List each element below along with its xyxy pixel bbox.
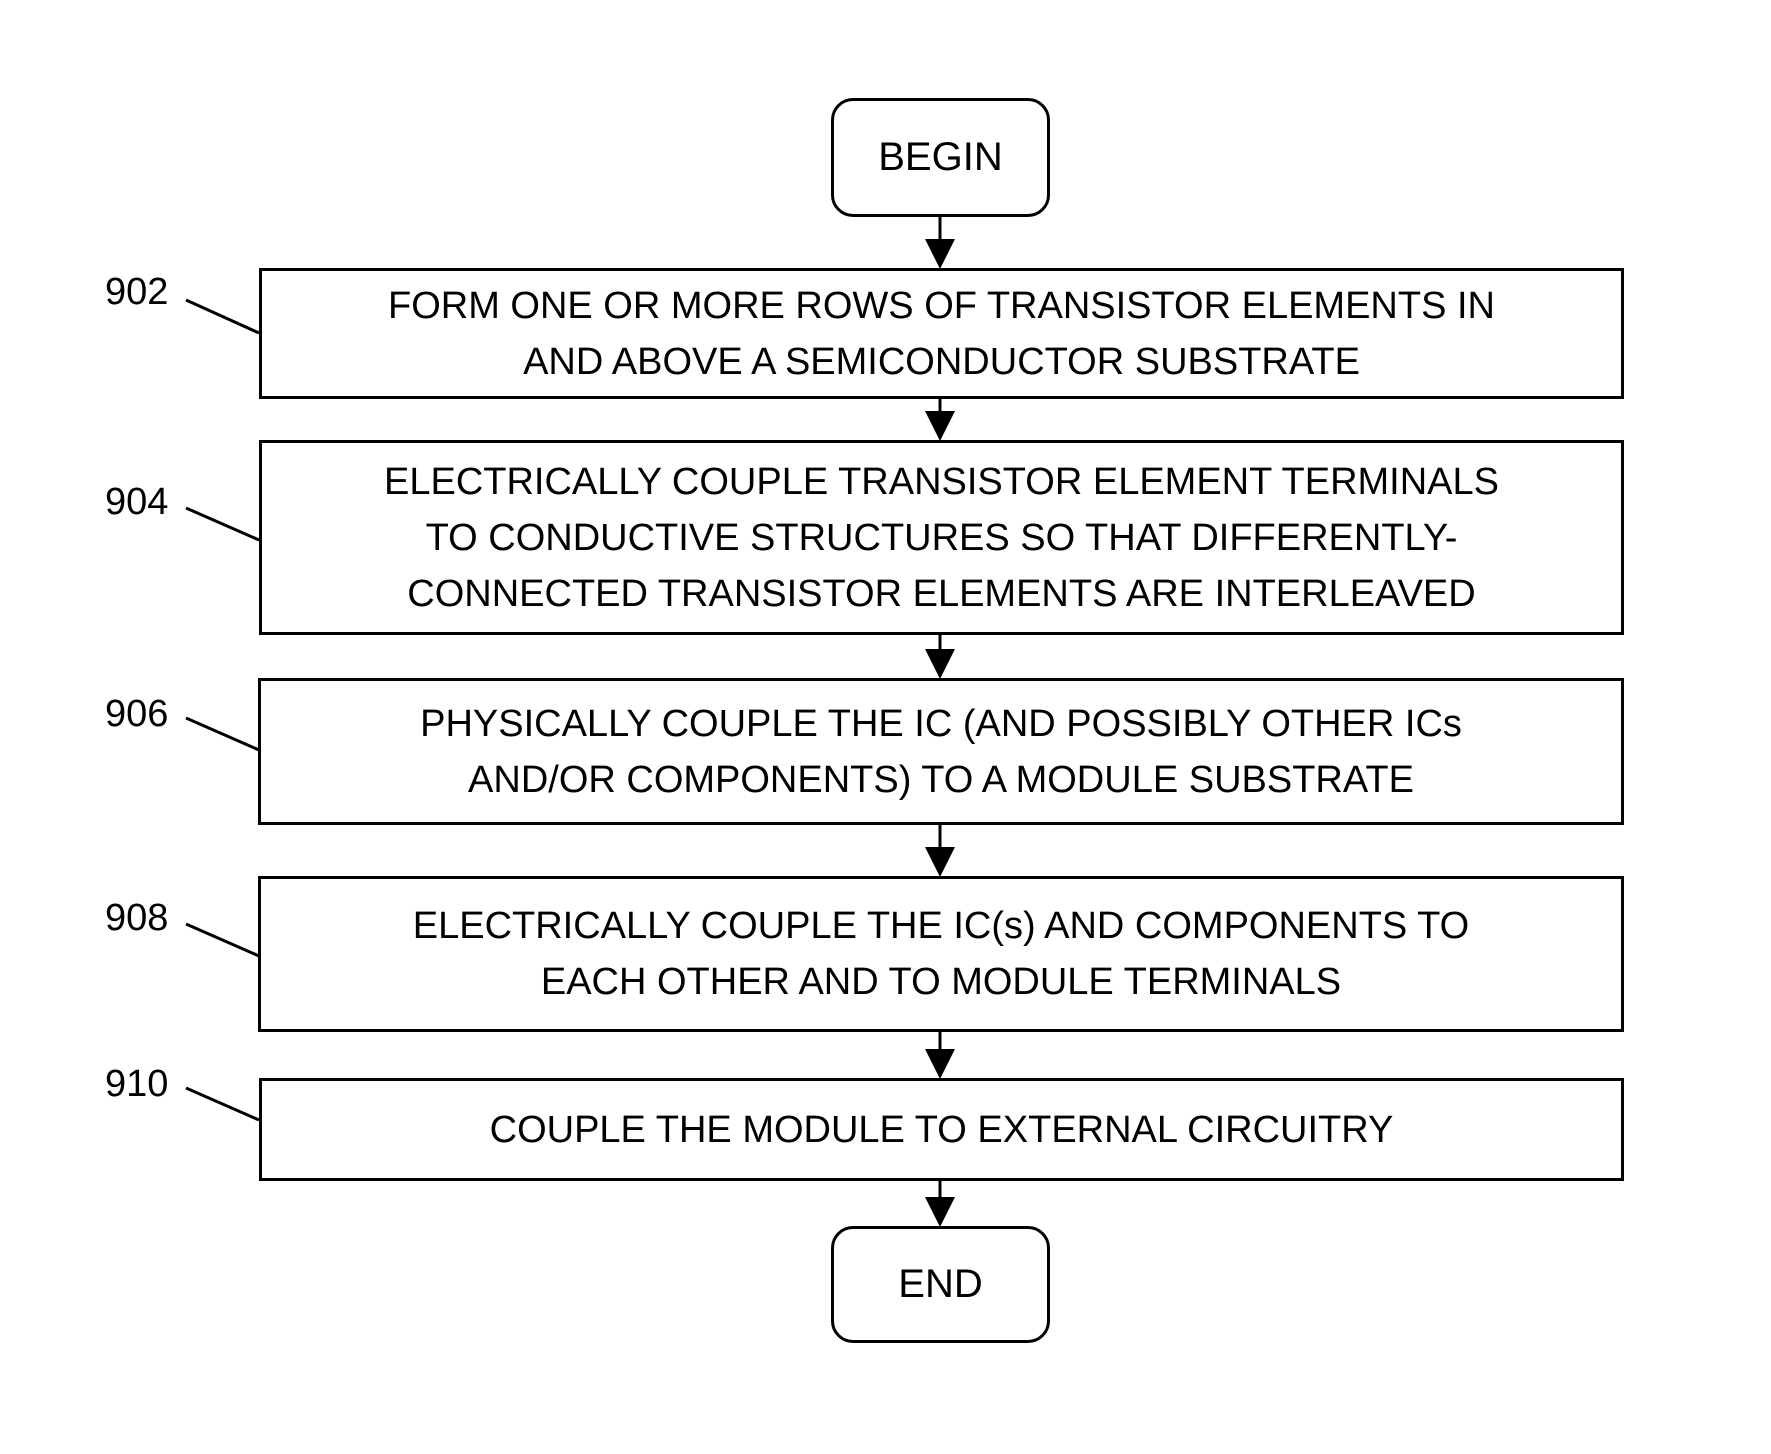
step-908-line-1: ELECTRICALLY COUPLE THE IC(s) AND COMPON… [413, 898, 1470, 954]
step-904-line-1: ELECTRICALLY COUPLE TRANSISTOR ELEMENT T… [384, 454, 1499, 510]
leader-904 [186, 508, 259, 540]
step-box-904: ELECTRICALLY COUPLE TRANSISTOR ELEMENT T… [259, 440, 1624, 635]
step-box-908: ELECTRICALLY COUPLE THE IC(s) AND COMPON… [258, 876, 1624, 1032]
step-910-line-1: COUPLE THE MODULE TO EXTERNAL CIRCUITRY [490, 1102, 1394, 1158]
step-906-line-1: PHYSICALLY COUPLE THE IC (AND POSSIBLY O… [420, 696, 1462, 752]
step-902-line-2: AND ABOVE A SEMICONDUCTOR SUBSTRATE [523, 334, 1360, 390]
step-906-line-2: AND/OR COMPONENTS) TO A MODULE SUBSTRATE [468, 752, 1414, 808]
step-902-line-1: FORM ONE OR MORE ROWS OF TRANSISTOR ELEM… [388, 278, 1495, 334]
step-box-910: COUPLE THE MODULE TO EXTERNAL CIRCUITRY [259, 1078, 1624, 1181]
ref-numeral-906: 906 [105, 694, 168, 734]
step-box-902: FORM ONE OR MORE ROWS OF TRANSISTOR ELEM… [259, 268, 1624, 399]
step-904-line-3: CONNECTED TRANSISTOR ELEMENTS ARE INTERL… [407, 566, 1475, 622]
step-box-906: PHYSICALLY COUPLE THE IC (AND POSSIBLY O… [258, 678, 1624, 825]
ref-numeral-908: 908 [105, 898, 168, 938]
step-904-line-2: TO CONDUCTIVE STRUCTURES SO THAT DIFFERE… [426, 510, 1458, 566]
begin-terminal: BEGIN [831, 98, 1050, 217]
ref-numeral-902: 902 [105, 272, 168, 312]
step-908-line-2: EACH OTHER AND TO MODULE TERMINALS [541, 954, 1341, 1010]
begin-label: BEGIN [878, 135, 1002, 180]
ref-numeral-910: 910 [105, 1064, 168, 1104]
leader-906 [186, 718, 259, 750]
leader-910 [186, 1088, 259, 1120]
ref-numeral-904: 904 [105, 482, 168, 522]
end-label: END [898, 1262, 982, 1307]
leader-902 [186, 300, 259, 333]
end-terminal: END [831, 1226, 1050, 1343]
leader-908 [186, 924, 259, 956]
